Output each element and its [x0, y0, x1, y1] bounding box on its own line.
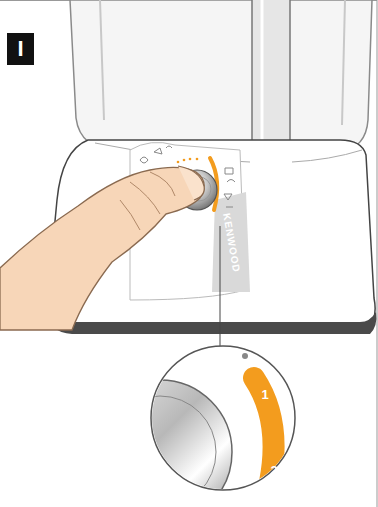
hand [0, 167, 204, 330]
bowl-highlight [100, 0, 345, 125]
indicator-dot [242, 353, 248, 359]
zoom-content [88, 353, 274, 507]
feed-tube [252, 0, 290, 162]
finger-lines [120, 172, 175, 230]
dial-closeup-ring [104, 396, 216, 507]
bowl [70, 0, 372, 152]
feed-tube-highlight [261, 0, 264, 148]
label-band [212, 192, 250, 292]
dial-closeup [88, 380, 232, 507]
step-badge [7, 33, 34, 65]
leader-line [220, 226, 221, 346]
callout-number: 1 [262, 388, 269, 401]
callout-number: 2 [271, 464, 278, 477]
step-number: I [18, 38, 24, 60]
thumb [178, 166, 204, 200]
base-foot [47, 312, 376, 334]
speed-dots [177, 158, 199, 164]
frame-line [377, 0, 378, 507]
